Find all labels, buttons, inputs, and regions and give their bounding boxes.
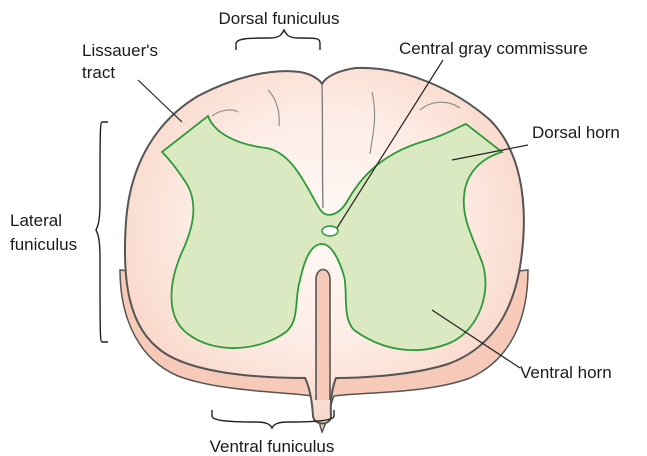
lissauer-leader <box>138 80 182 122</box>
central-canal <box>322 226 338 236</box>
label-lissauer-line2: tract <box>82 63 115 82</box>
dorsal-septum <box>322 84 323 208</box>
label-dorsal-funiculus: Dorsal funiculus <box>219 9 340 28</box>
label-dorsal-horn: Dorsal horn <box>532 123 620 142</box>
label-lateral-line1: Lateral <box>10 211 62 230</box>
dorsal-funiculus-brace <box>236 30 320 50</box>
label-central-gray-commissure: Central gray commissure <box>399 39 588 58</box>
lateral-funiculus-brace <box>96 122 108 342</box>
label-ventral-funiculus: Ventral funiculus <box>210 437 335 456</box>
ventral-median-fissure <box>316 270 330 401</box>
label-ventral-horn: Ventral horn <box>520 363 612 382</box>
label-lissauer-line1: Lissauer's <box>82 41 158 60</box>
label-lateral-line2: funiculus <box>10 235 77 254</box>
